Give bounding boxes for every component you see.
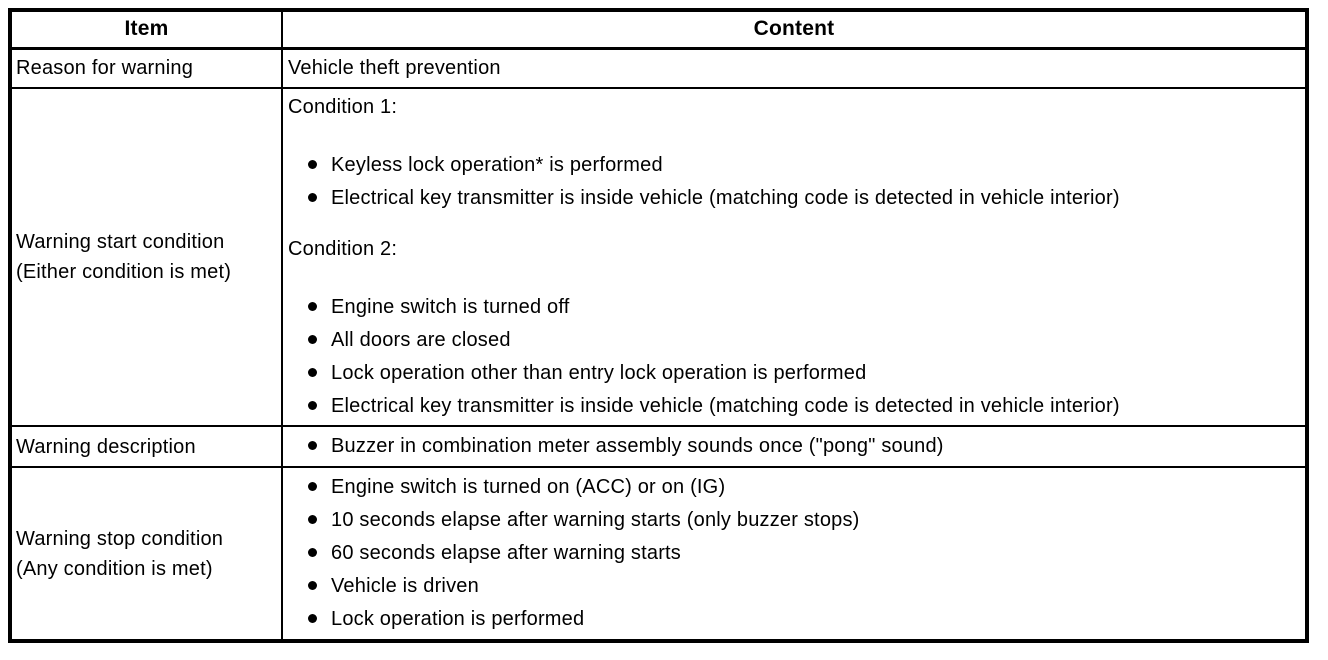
bullet-icon bbox=[308, 580, 317, 590]
content-cell: Engine switch is turned on (ACC) or on (… bbox=[281, 466, 1308, 642]
bullet-icon bbox=[308, 514, 317, 524]
bullet-item: 10 seconds elapse after warning starts (… bbox=[288, 504, 1305, 537]
condition-label: Condition 1: bbox=[288, 96, 398, 118]
item-cell: Warning description bbox=[9, 425, 283, 468]
bullet-icon bbox=[308, 481, 317, 491]
item-cell: Warning start condition (Either condition… bbox=[9, 87, 283, 427]
bullet-text: Electrical key transmitter is inside veh… bbox=[331, 187, 1120, 209]
item-line: Warning description bbox=[16, 435, 196, 458]
bullet-text: Lock operation is performed bbox=[331, 608, 585, 630]
item-line: Warning start condition bbox=[16, 231, 225, 253]
item-line: Warning stop condition bbox=[16, 527, 224, 550]
bullet-text: Vehicle is driven bbox=[331, 575, 479, 597]
bullet-item: Keyless lock operation* is performed bbox=[288, 149, 1305, 182]
bullet-item: Electrical key transmitter is inside veh… bbox=[288, 390, 1305, 423]
bullet-item: Buzzer in combination meter assembly sou… bbox=[288, 430, 1305, 463]
bullet-item: Electrical key transmitter is inside veh… bbox=[288, 182, 1305, 215]
bullet-item: Lock operation is performed bbox=[288, 603, 1305, 636]
bullet-icon bbox=[308, 400, 317, 410]
bullet-item: All doors are closed bbox=[288, 324, 1305, 357]
table-row: Warning start condition (Either condition… bbox=[9, 87, 1308, 427]
header-item: Item bbox=[9, 9, 283, 50]
bullet-item: Engine switch is turned off bbox=[288, 291, 1305, 324]
table-body: Reason for warning Vehicle theft preventi… bbox=[9, 47, 1308, 642]
bullet-icon bbox=[308, 613, 317, 623]
table-row: Reason for warning Vehicle theft preventi… bbox=[9, 47, 1308, 89]
bullet-text: Electrical key transmitter is inside veh… bbox=[331, 395, 1120, 417]
bullet-list: Buzzer in combination meter assembly sou… bbox=[288, 430, 1305, 463]
content-text: Vehicle theft prevention bbox=[288, 56, 501, 79]
bullet-item: Lock operation other than entry lock ope… bbox=[288, 357, 1305, 390]
item-line: Reason for warning bbox=[16, 57, 194, 80]
bullet-text: 60 seconds elapse after warning starts bbox=[331, 542, 682, 564]
bullet-text: Lock operation other than entry lock ope… bbox=[331, 362, 867, 384]
bullet-icon bbox=[308, 367, 317, 377]
item-line: (Either condition is met) bbox=[16, 261, 232, 283]
bullet-text: All doors are closed bbox=[331, 329, 511, 351]
bullet-icon bbox=[308, 192, 317, 202]
bullet-item: Vehicle is driven bbox=[288, 570, 1305, 603]
item-cell: Warning stop condition (Any condition is … bbox=[9, 466, 283, 642]
warning-spec-table: Item Content Reason for warning Vehicle t… bbox=[8, 8, 1309, 643]
item-line: (Any condition is met) bbox=[16, 557, 213, 580]
bullet-text: Engine switch is turned on (ACC) or on (… bbox=[331, 476, 726, 498]
bullet-item: 60 seconds elapse after warning starts bbox=[288, 537, 1305, 570]
bullet-icon bbox=[308, 159, 317, 169]
bullet-text: Keyless lock operation* is performed bbox=[331, 154, 663, 176]
header-content: Content bbox=[281, 9, 1308, 50]
item-cell: Reason for warning bbox=[9, 47, 283, 89]
bullet-list: Engine switch is turned on (ACC) or on (… bbox=[288, 471, 1305, 636]
table-header: Item Content bbox=[9, 9, 1308, 50]
condition-label: Condition 2: bbox=[288, 238, 398, 260]
bullet-text: 10 seconds elapse after warning starts (… bbox=[331, 509, 860, 531]
table-row: Warning stop condition (Any condition is … bbox=[9, 466, 1308, 642]
document-page: Item Content Reason for warning Vehicle t… bbox=[0, 8, 1328, 660]
bullet-icon bbox=[308, 334, 317, 344]
content-cell: Vehicle theft prevention bbox=[281, 47, 1308, 89]
bullet-icon bbox=[308, 440, 317, 450]
header-row: Item Content bbox=[9, 9, 1308, 50]
table-row: Warning description Buzzer in combination… bbox=[9, 425, 1308, 468]
bullet-text: Buzzer in combination meter assembly sou… bbox=[331, 435, 944, 457]
bullet-icon bbox=[308, 301, 317, 311]
content-cell: Condition 1: Keyless lock operation* is p… bbox=[281, 87, 1308, 427]
bullet-icon bbox=[308, 547, 317, 557]
content-cell: Buzzer in combination meter assembly sou… bbox=[281, 425, 1308, 468]
bullet-text: Engine switch is turned off bbox=[331, 296, 570, 318]
bullet-item: Engine switch is turned on (ACC) or on (… bbox=[288, 471, 1305, 504]
